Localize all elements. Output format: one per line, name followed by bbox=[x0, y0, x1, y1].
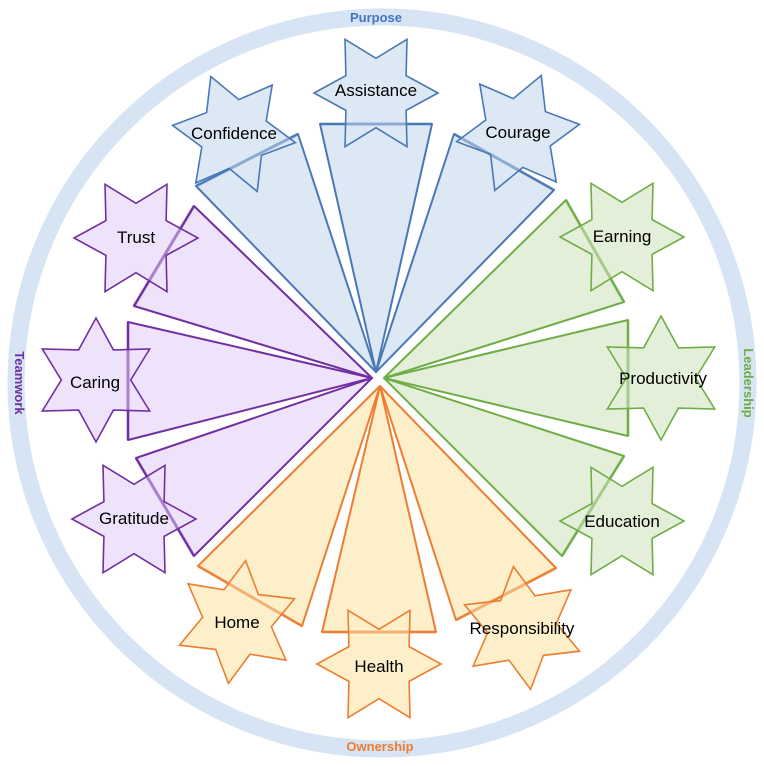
star-earning bbox=[558, 181, 686, 293]
star-home bbox=[177, 558, 297, 686]
beam-edge-education bbox=[560, 455, 626, 557]
star-label-productivity: Productivity bbox=[619, 369, 707, 388]
star-label-caring: Caring bbox=[70, 373, 120, 392]
beams-layer bbox=[127, 123, 629, 633]
beam-edge-earning bbox=[564, 199, 626, 303]
beam-edge-responsibility bbox=[455, 566, 557, 622]
star-health bbox=[315, 608, 443, 720]
beam-assistance bbox=[319, 123, 433, 373]
star-label-education: Education bbox=[584, 512, 660, 531]
star-label-trust: Trust bbox=[117, 228, 155, 247]
ring-label-purpose: Purpose bbox=[350, 10, 402, 25]
ring-label-leadership: Leadership bbox=[741, 348, 756, 417]
beam-edge-gratitude bbox=[134, 457, 196, 557]
ring-label-teamwork: Teamwork bbox=[12, 351, 27, 415]
star-label-courage: Courage bbox=[485, 123, 550, 142]
outer-ring bbox=[7, 8, 757, 758]
beam-edge-home bbox=[197, 564, 303, 628]
star-productivity bbox=[605, 314, 717, 442]
star-label-responsibility: Responsibility bbox=[470, 619, 575, 638]
star-label-earning: Earning bbox=[593, 227, 652, 246]
star-responsibility bbox=[462, 564, 582, 692]
beam-edge-courage bbox=[453, 132, 555, 192]
star-label-health: Health bbox=[354, 657, 403, 676]
star-assistance bbox=[312, 37, 440, 149]
star-caring bbox=[40, 316, 152, 444]
beam-edge-trust bbox=[132, 205, 196, 307]
star-confidence bbox=[170, 74, 298, 194]
beam-edge-confidence bbox=[195, 132, 299, 188]
star-trust bbox=[72, 182, 200, 294]
star-courage bbox=[454, 73, 582, 193]
ring-label-ownership: Ownership bbox=[346, 739, 413, 754]
star-label-gratitude: Gratitude bbox=[99, 509, 169, 528]
star-education bbox=[558, 465, 686, 577]
star-label-assistance: Assistance bbox=[335, 81, 417, 100]
star-label-home: Home bbox=[214, 613, 259, 632]
star-gratitude bbox=[70, 463, 198, 575]
star-label-confidence: Confidence bbox=[191, 124, 277, 143]
